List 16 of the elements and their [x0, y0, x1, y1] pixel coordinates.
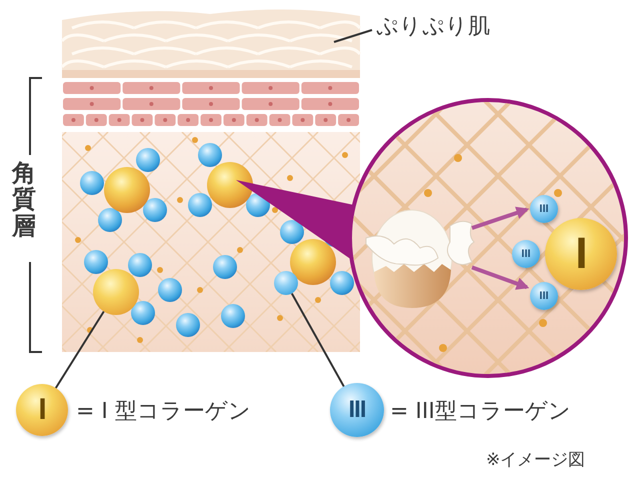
collagen-sphere: I — [16, 384, 68, 436]
legend-text: = I 型コラーゲン — [76, 398, 251, 426]
leader-line — [290, 292, 345, 387]
arrow — [471, 265, 530, 290]
legend-text: = III型コラーゲン — [390, 398, 571, 426]
callout-text: ぷりぷり肌 — [376, 10, 528, 44]
note-text: ※イメージ図 — [486, 450, 586, 470]
arrow — [471, 206, 530, 230]
collagen-sphere: III — [530, 282, 558, 310]
collagen-sphere: III — [530, 195, 558, 223]
collagen-sphere: III — [330, 383, 384, 437]
layer-label: 角質層 — [12, 160, 36, 240]
leader-line — [54, 310, 105, 388]
collagen-sphere: I — [545, 218, 617, 290]
collagen-sphere: III — [512, 240, 540, 268]
leader-line — [334, 29, 372, 43]
